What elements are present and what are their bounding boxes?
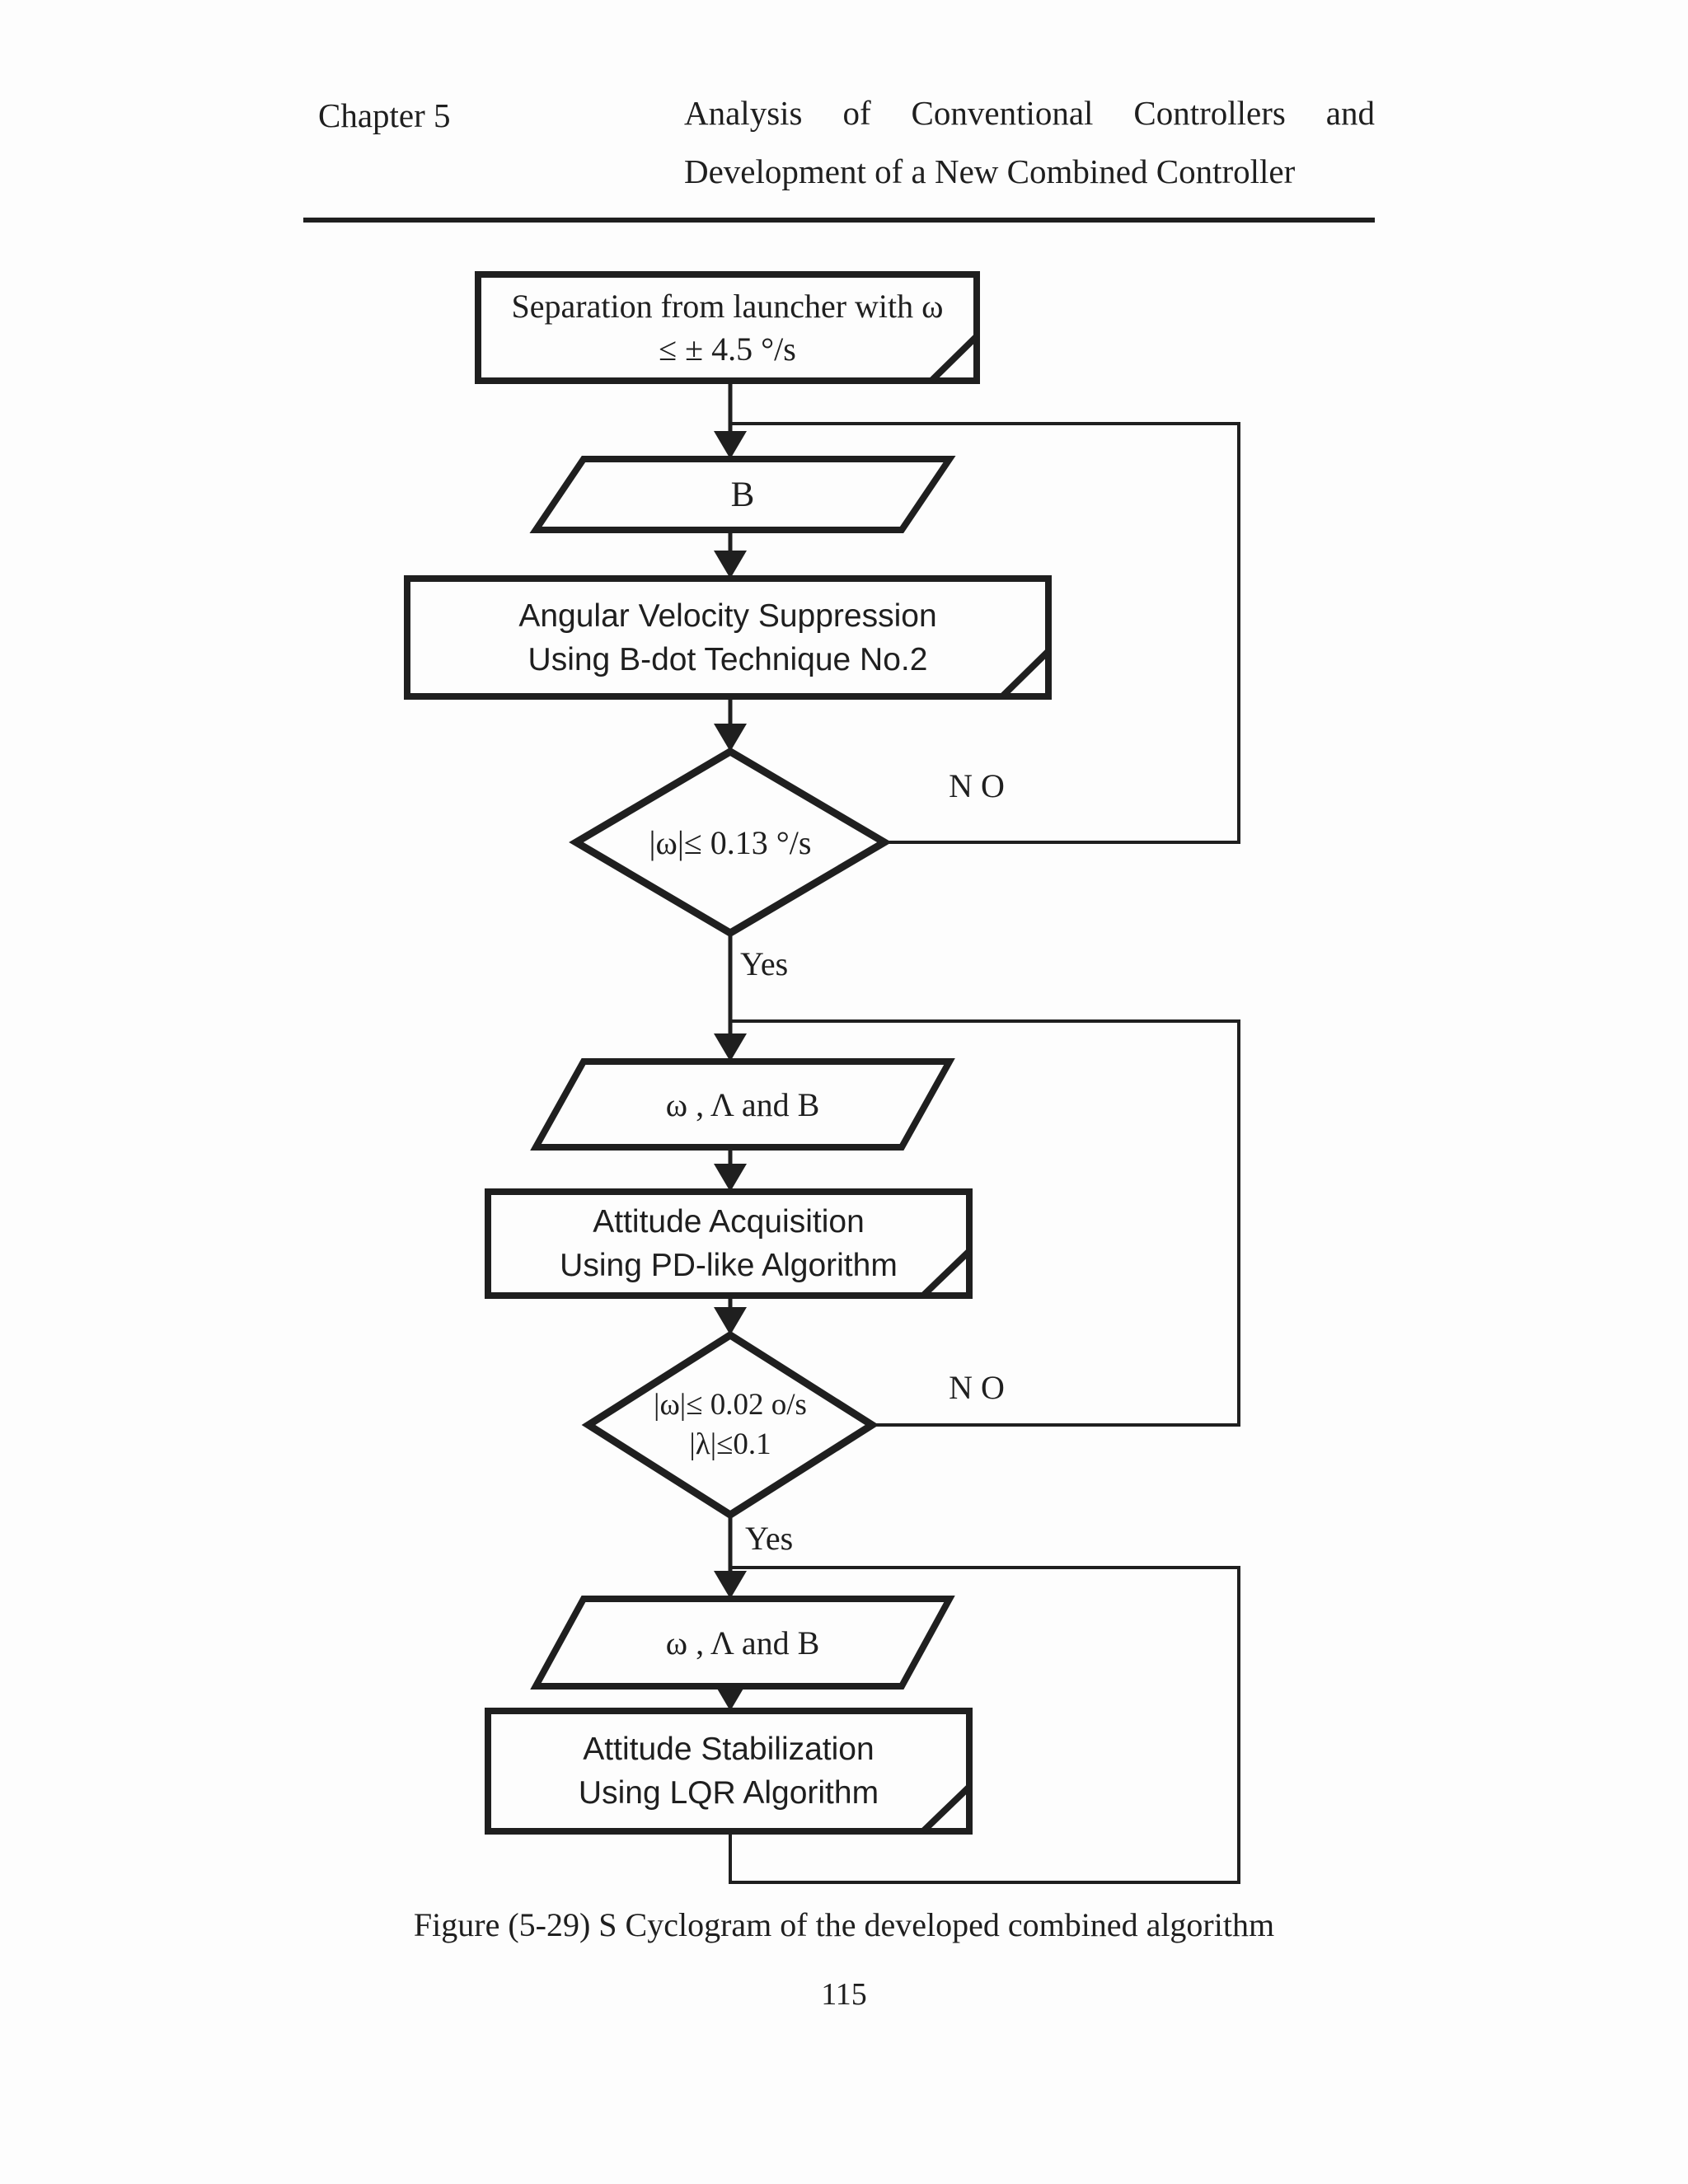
pd-process-box-shape	[485, 1188, 973, 1299]
arrowhead-into-bdot	[714, 551, 747, 579]
input2-label: ω , Λ and B	[665, 1624, 820, 1661]
bdot-process-box-shape	[404, 575, 1052, 700]
pd-box-corner-slash	[921, 1249, 972, 1298]
pd-line2: Using PD-like Algorithm	[560, 1248, 898, 1283]
decision1-yes-label: Yes	[740, 945, 789, 982]
inputB-parallelogram-shape	[529, 456, 956, 533]
decision2-condition-line2: |λ|≤0.1	[689, 1427, 771, 1461]
decision1-condition: |ω|≤ 0.13 °/s	[649, 823, 812, 861]
lqr-process-box-shape	[485, 1708, 973, 1835]
decision2-yes-label: Yes	[745, 1520, 794, 1557]
bdot-line2: Using B-dot Technique No.2	[528, 641, 928, 677]
input1-parallelogram-shape	[530, 1058, 955, 1151]
lqr-box-corner-slash	[921, 1784, 972, 1834]
start-box-corner-slash	[929, 334, 979, 383]
decision2-diamond: |ω|≤ 0.02 o/s |λ|≤0.1	[588, 1335, 872, 1515]
lqr-process-box: Attitude Stabilization Using LQR Algorit…	[488, 1711, 969, 1831]
decision2-condition-line1: |ω|≤ 0.02 o/s	[654, 1388, 807, 1422]
input1-parallelogram: ω , Λ and B	[536, 1062, 950, 1147]
figure-caption: Figure (5-29) S Cyclogram of the develop…	[413, 1906, 1275, 1943]
arrowhead-into-input1	[714, 1033, 747, 1062]
lqr-line1: Attitude Stabilization	[583, 1732, 874, 1767]
start-box-line1: Separation from launcher with ω	[511, 287, 944, 325]
page-number: 115	[821, 1977, 867, 2012]
start-box-shape	[475, 271, 980, 384]
header-divider	[303, 218, 1375, 223]
input2-parallelogram: ω , Λ and B	[536, 1599, 950, 1686]
arrowhead-into-lqr	[714, 1683, 747, 1711]
page-title-line1: Analysis of Conventional Controllers and	[684, 94, 1375, 132]
start-box-line2: ≤ ± 4.5 °/s	[659, 330, 796, 368]
decision1-diamond-shape	[569, 747, 892, 938]
page-title-line2: Development of a New Combined Controller	[684, 152, 1296, 190]
loop1-no-feedback-line	[730, 422, 1240, 844]
pd-line1: Attitude Acquisition	[593, 1204, 865, 1240]
input1-label: ω , Λ and B	[665, 1085, 820, 1123]
bdot-line1: Angular Velocity Suppression	[518, 598, 937, 634]
lqr-line2: Using LQR Algorithm	[578, 1775, 879, 1811]
decision1-diamond: |ω|≤ 0.13 °/s	[576, 752, 884, 933]
bdot-box-corner-slash	[1000, 649, 1051, 699]
decision2-diamond-shape	[581, 1330, 879, 1520]
decision2-no-label: N O	[949, 1369, 1005, 1406]
input2-parallelogram-shape	[530, 1596, 955, 1690]
start-box: Separation from launcher with ω ≤ ± 4.5 …	[478, 274, 977, 381]
loop2-no-feedback-line	[730, 1019, 1240, 1427]
loop3-stabilization-feedback-line	[729, 1566, 1240, 1884]
arrowhead-into-pd	[714, 1164, 747, 1192]
arrowhead-into-decision2	[714, 1307, 747, 1335]
arrowhead-into-inputB	[714, 431, 747, 459]
pd-process-box: Attitude Acquisition Using PD-like Algor…	[488, 1192, 969, 1296]
bdot-process-box: Angular Velocity Suppression Using B-dot…	[407, 579, 1048, 696]
arrowhead-into-decision1	[714, 724, 747, 752]
chapter-label: Chapter 5	[318, 96, 451, 134]
inputB-label: B	[730, 475, 755, 514]
arrowhead-into-input2	[714, 1571, 747, 1599]
page-title: Analysis of Conventional Controllers and…	[684, 92, 1375, 192]
decision1-no-label: N O	[949, 767, 1005, 804]
inputB-parallelogram: B	[536, 459, 950, 530]
